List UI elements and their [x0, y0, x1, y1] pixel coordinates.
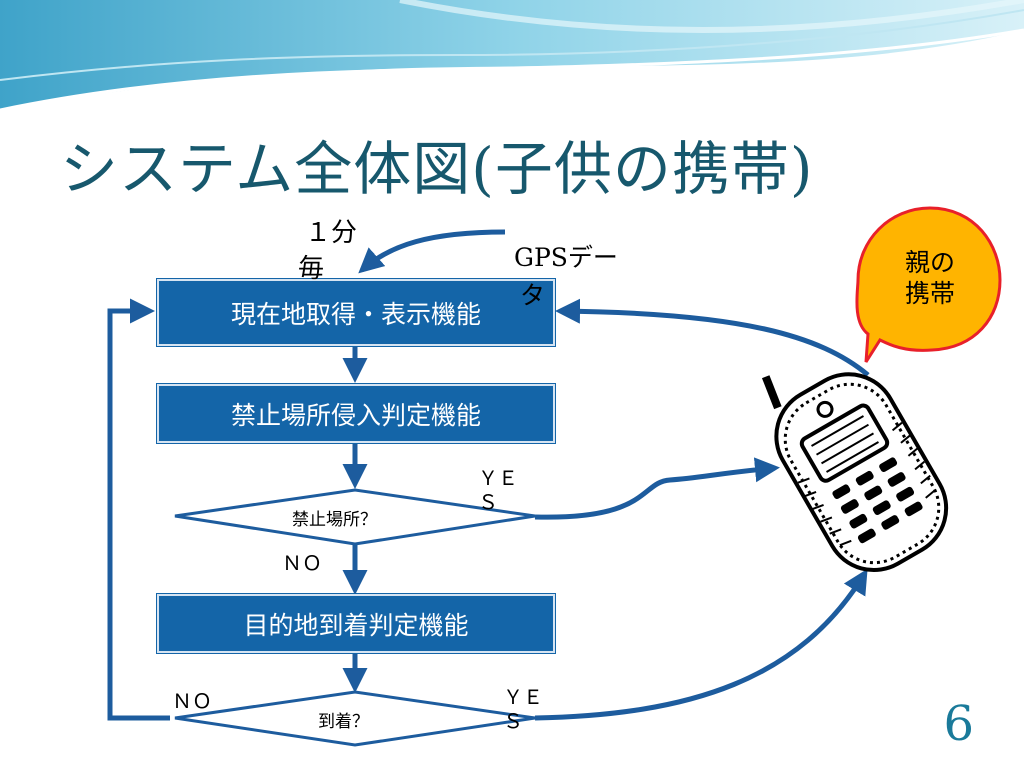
box-locate-label: 現在地取得・表示機能: [230, 299, 481, 329]
slide-title: システム全体図(子供の携帯): [60, 135, 814, 203]
decision-restricted-label: 禁止場所？: [292, 510, 377, 530]
flow-arrows: [107, 229, 870, 721]
no-label-restricted: ＮＯ: [282, 551, 322, 575]
parent-phone-bubble: [855, 206, 1002, 363]
page-number: 6: [943, 696, 974, 752]
box-destination-check: 目的地到着判定機能: [157, 594, 555, 653]
no-label-arrived: ＮＯ: [172, 689, 212, 713]
box-destination-label: 目的地到着判定機能: [243, 610, 469, 640]
interval-label-line1: １分: [305, 218, 358, 248]
arrow-yes-arrived-to-phone: [534, 568, 868, 721]
decision-shapes: [174, 488, 536, 747]
decision-restricted-shape: [174, 488, 536, 546]
decision-arrived-label: 到着？: [318, 712, 369, 732]
arrow-phone-to-locate: [555, 298, 870, 377]
bubble-label-line2: 携帯: [904, 279, 955, 308]
gps-data-label-line2: タ: [520, 281, 546, 310]
bubble-label-line1: 親の: [904, 248, 955, 277]
box-restricted-check: 禁止場所侵入判定機能: [157, 384, 555, 443]
arrow-yes-restricted-to-phone: [534, 457, 780, 520]
gps-data-label-line1: GPSデー: [514, 243, 618, 272]
header-wave: [0, 0, 1024, 112]
box-restricted-label: 禁止場所侵入判定機能: [230, 400, 481, 430]
yes-label-restricted: ＹＥ Ｓ: [478, 466, 518, 514]
mobile-phone-icon: [761, 372, 949, 573]
interval-label-line2: 毎: [298, 254, 325, 284]
decision-arrived-shape: [174, 690, 536, 747]
yes-label-arrived: ＹＥ Ｓ: [503, 685, 543, 733]
arrow-gps-input: [358, 229, 506, 274]
bubble-label: 親の 携帯: [890, 247, 970, 309]
box-locate-display: 現在地取得・表示機能: [157, 279, 555, 346]
arrow-loop-back: [107, 298, 170, 721]
